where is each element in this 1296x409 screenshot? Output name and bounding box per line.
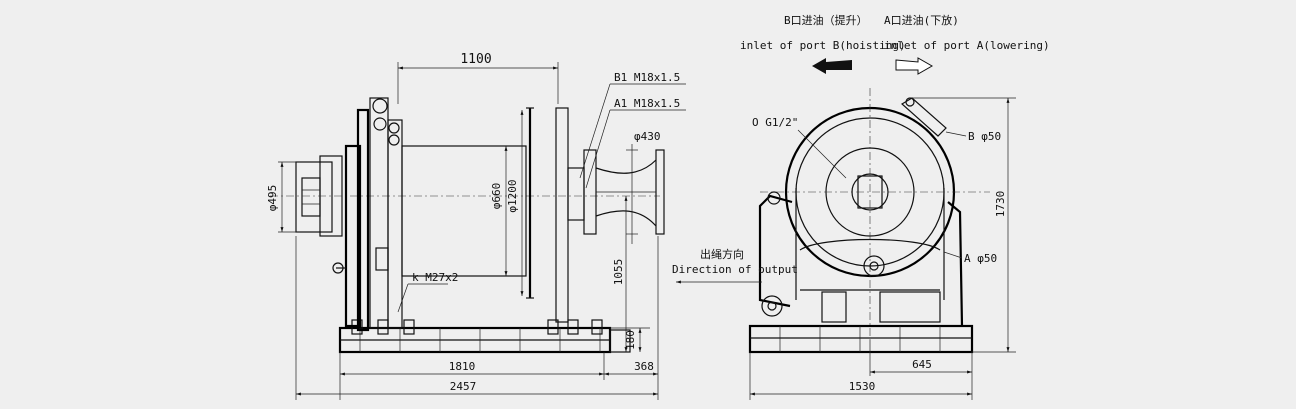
dim-2457-label: 2457	[450, 380, 477, 393]
inlet-b-caption: B口进油（提升） inlet of port B(hoisting)	[740, 13, 906, 74]
dim-1730-label: 1730	[994, 191, 1007, 218]
dim-1810-label: 1810	[449, 360, 476, 373]
dim-645: 645	[869, 340, 973, 400]
inlet-a-caption: A口进油(下放) inlet of port A(lowering)	[884, 13, 1050, 75]
port-a-label: A φ50	[964, 252, 997, 265]
dim-1100-label: 1100	[460, 52, 491, 67]
side-output	[567, 149, 665, 235]
dim-1055: 1055	[612, 196, 628, 352]
dim-645-label: 645	[912, 358, 932, 371]
hoisting-arrow-icon	[812, 58, 852, 74]
dim-1530-label: 1530	[849, 380, 876, 393]
dim-1055-label: 1055	[612, 259, 625, 286]
inlet-b-en: inlet of port B(hoisting)	[740, 39, 906, 52]
output-direction: 出绳方向 Direction of output	[672, 247, 798, 284]
port-b1-label: B1 M18x1.5	[614, 71, 680, 84]
inlet-b-cn: B口进油（提升）	[784, 13, 868, 27]
port-a: A φ50	[943, 251, 997, 265]
side-drum	[401, 107, 569, 323]
port-o: O G1/2"	[752, 116, 847, 179]
dia-660-label: φ660	[490, 183, 503, 210]
port-a1-label: A1 M18x1.5	[614, 97, 680, 110]
dim-368-label: 368	[634, 360, 654, 373]
dim-1100: 1100	[397, 52, 559, 104]
output-en: Direction of output	[672, 263, 798, 276]
side-view: 1100 B1 M18x1.5 A1 M18x1.5 φ430 φ495	[266, 52, 686, 400]
dia-1200-label: φ1200	[506, 179, 519, 212]
bolt-leader: k M27x2	[397, 271, 458, 313]
dim-495: φ495	[266, 161, 300, 233]
dim-180-label: 180	[624, 330, 637, 350]
port-b-label: B φ50	[968, 130, 1001, 143]
dim-bottom-side: 1810 368 2457	[295, 236, 659, 400]
inlet-a-en: inlet of port A(lowering)	[884, 39, 1050, 52]
side-base-frame	[338, 319, 631, 354]
port-b: B φ50	[945, 130, 1001, 143]
dia-495-label: φ495	[266, 185, 279, 212]
inlet-a-cn: A口进油(下放)	[884, 13, 959, 27]
dim-1200: φ1200	[506, 110, 524, 296]
port-leaders-side: B1 M18x1.5 A1 M18x1.5	[579, 71, 686, 189]
bolt-label: k M27x2	[412, 271, 458, 284]
port-o-label: O G1/2"	[752, 116, 798, 129]
side-left-plates	[332, 97, 403, 332]
dim-1530: 1530	[749, 352, 972, 400]
side-motor	[270, 155, 660, 237]
front-body	[748, 88, 990, 354]
output-cn: 出绳方向	[700, 247, 744, 261]
dim-660: φ660	[490, 146, 508, 276]
dim-180: 180	[610, 327, 650, 352]
front-view: B口进油（提升） inlet of port B(hoisting) A口进油(…	[672, 13, 1050, 400]
lowering-arrow-icon	[895, 57, 934, 75]
dim-430: φ430	[626, 130, 661, 244]
dim-1730: 1730	[912, 97, 1016, 353]
dia-430-label: φ430	[634, 130, 661, 143]
